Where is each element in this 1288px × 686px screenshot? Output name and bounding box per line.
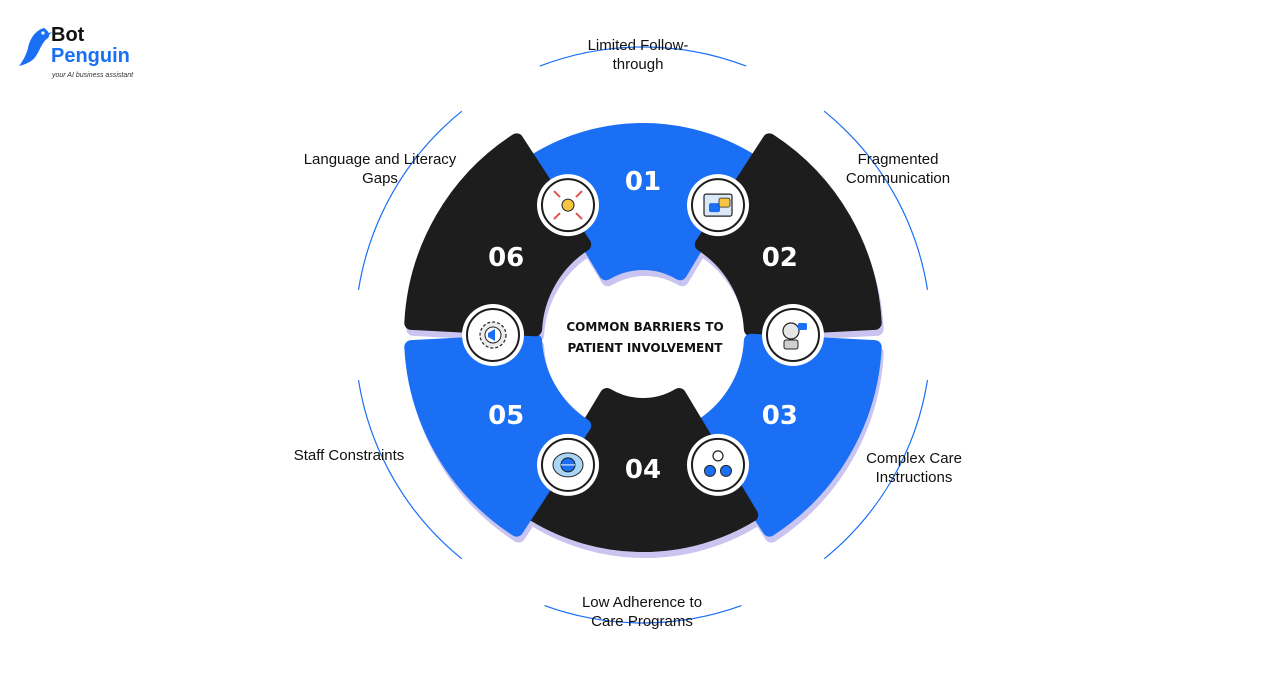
brand-logo: Bot Penguin your AI business assistant	[18, 24, 158, 84]
barrier-label-05: Staff Constraints	[239, 446, 459, 465]
brand-tagline: your AI business assistant	[52, 72, 134, 79]
segment-06	[404, 133, 592, 337]
barrier-label-line: Limited Follow-	[587, 37, 689, 54]
outer-arc-2	[823, 110, 929, 290]
globe-cloud-icon	[537, 433, 599, 496]
center-title-line1: COMMON BARRIERS TO	[566, 320, 723, 334]
dollar-arrows-icon	[537, 174, 599, 237]
barrier-label-01: Limited Follow-through	[528, 36, 748, 74]
brand-name-line2: Penguin	[51, 45, 130, 67]
segment-number-02: 02	[762, 243, 798, 273]
segment-05	[404, 333, 592, 537]
outer-arc-1	[539, 46, 747, 67]
segment-number-04: 04	[625, 455, 661, 485]
barrier-label-line: through	[612, 56, 664, 73]
gear-megaphone-icon	[462, 304, 524, 366]
robot-support-icon	[762, 304, 824, 366]
segment-02	[694, 133, 882, 337]
segment-04	[527, 388, 759, 552]
barrier-label-04: Low Adherence to Care Programs	[532, 593, 752, 631]
outer-arc-4	[544, 605, 742, 624]
barrier-label-line: Staff Constraints	[293, 447, 405, 464]
outer-arc-3	[823, 380, 929, 560]
center-title-line2: PATIENT INVOLVEMENT	[568, 341, 724, 355]
barrier-label-line: Care Programs	[591, 613, 693, 630]
segment-number-05: 05	[488, 401, 524, 431]
segment-number-03: 03	[762, 401, 798, 431]
barrier-label-line: Fragmented	[857, 151, 939, 168]
penguin-logo-icon	[19, 28, 52, 66]
barrier-label-line: Instructions	[875, 469, 953, 486]
barrier-label-line: Low Adherence to	[581, 594, 703, 611]
barrier-label-line: Language and Literacy	[303, 151, 457, 168]
barrier-label-line: Gaps	[362, 170, 398, 187]
chat-window-icon	[687, 174, 749, 237]
people-network-icon	[687, 433, 749, 496]
barrier-label-line: Complex Care	[866, 450, 962, 467]
outer-arc-5	[357, 380, 463, 560]
segment-number-01: 01	[625, 167, 661, 197]
segment-01	[530, 123, 756, 281]
outer-arc-6	[357, 110, 463, 290]
brand-name-line1: Bot	[51, 24, 85, 46]
barrier-label-line: Communication	[845, 170, 951, 187]
segment-03	[694, 333, 882, 537]
segment-number-06: 06	[488, 243, 524, 273]
